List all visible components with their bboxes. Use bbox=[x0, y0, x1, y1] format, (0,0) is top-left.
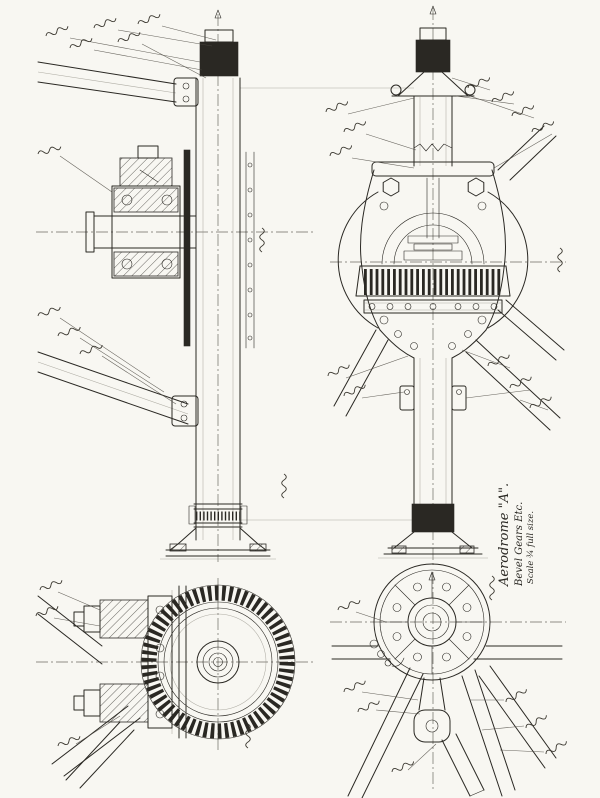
centerlines bbox=[36, 5, 566, 790]
view-side-elevation bbox=[37, 29, 276, 560]
leader-lines bbox=[53, 25, 553, 771]
gear-web-edge bbox=[183, 149, 191, 347]
bearing-cylinder-lower bbox=[99, 683, 149, 723]
view-front-elevation bbox=[333, 27, 565, 559]
hook-detail bbox=[391, 657, 405, 667]
top-bearing-cap-front bbox=[415, 39, 451, 73]
hex-bolt-right bbox=[467, 177, 485, 197]
title-line3: Scale ¾ full size. bbox=[525, 511, 536, 584]
bevel-gear-ring bbox=[141, 585, 295, 739]
bearing-cylinder-upper bbox=[99, 599, 149, 639]
view-gear-plan bbox=[37, 584, 296, 789]
bearing-block-lower bbox=[113, 251, 179, 277]
view-socket-plan bbox=[331, 563, 563, 798]
lower-bearing-collar bbox=[411, 503, 455, 533]
bearing-block-upper bbox=[113, 187, 179, 213]
title-block: Aerodrome "A". Bevel Gears Etc. Scale ¾ … bbox=[497, 483, 536, 587]
top-bearing-cap bbox=[199, 41, 239, 77]
break-line bbox=[413, 143, 453, 152]
title-line2: Bevel Gears Etc. bbox=[514, 502, 525, 587]
title-line1: Aerodrome "A". bbox=[497, 483, 512, 587]
hex-bolt-left bbox=[382, 177, 400, 197]
